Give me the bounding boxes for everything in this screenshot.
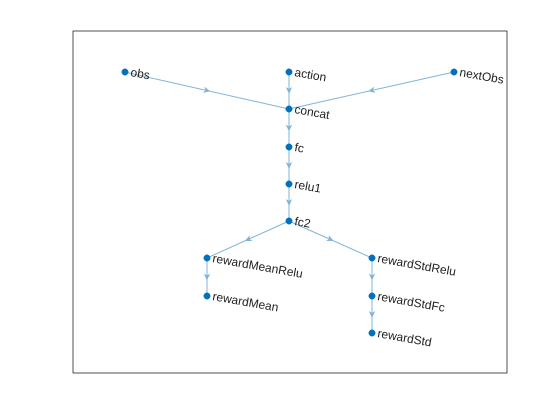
edge-arrow-fc2-to-rewardMeanRelu bbox=[244, 235, 253, 241]
edge-arrow-obs-to-concat bbox=[202, 86, 211, 93]
node-label-fc: fc bbox=[293, 140, 305, 155]
edge-arrow-rewardStdRelu-to-rewardStdFc bbox=[368, 273, 376, 281]
node-label-action: action bbox=[293, 65, 327, 84]
edge-arrow-relu1-to-fc2 bbox=[285, 199, 293, 206]
node-label-concat: concat bbox=[293, 102, 331, 122]
node-relu1 bbox=[285, 180, 293, 188]
node-action bbox=[285, 68, 293, 76]
node-layer bbox=[121, 68, 458, 337]
node-fc2 bbox=[285, 217, 293, 225]
edge-arrow-action-to-concat bbox=[285, 87, 293, 94]
edge-arrow-rewardMeanRelu-to-rewardMean bbox=[203, 273, 211, 281]
edge-arrow-fc-to-relu1 bbox=[285, 162, 293, 169]
node-nextObs bbox=[450, 68, 458, 76]
node-label-relu1: relu1 bbox=[293, 177, 322, 195]
node-concat bbox=[285, 105, 293, 113]
node-rewardMean bbox=[203, 292, 211, 300]
edge-layer bbox=[124, 71, 455, 333]
node-label-obs: obs bbox=[129, 65, 150, 82]
edge-arrow-rewardStdFc-to-rewardStd bbox=[368, 311, 376, 318]
node-rewardStdRelu bbox=[368, 254, 376, 262]
edge-arrow-nextObs-to-concat bbox=[368, 86, 376, 93]
node-label-fc2: fc2 bbox=[293, 214, 312, 231]
edge-arrow-fc2-to-rewardStdRelu bbox=[326, 235, 334, 241]
node-obs bbox=[121, 68, 129, 76]
node-fc bbox=[285, 143, 293, 151]
node-rewardStdFc bbox=[368, 292, 376, 300]
node-rewardStd bbox=[368, 329, 376, 337]
edge-arrow-concat-to-fc bbox=[285, 124, 293, 132]
node-rewardMeanRelu bbox=[203, 254, 211, 262]
